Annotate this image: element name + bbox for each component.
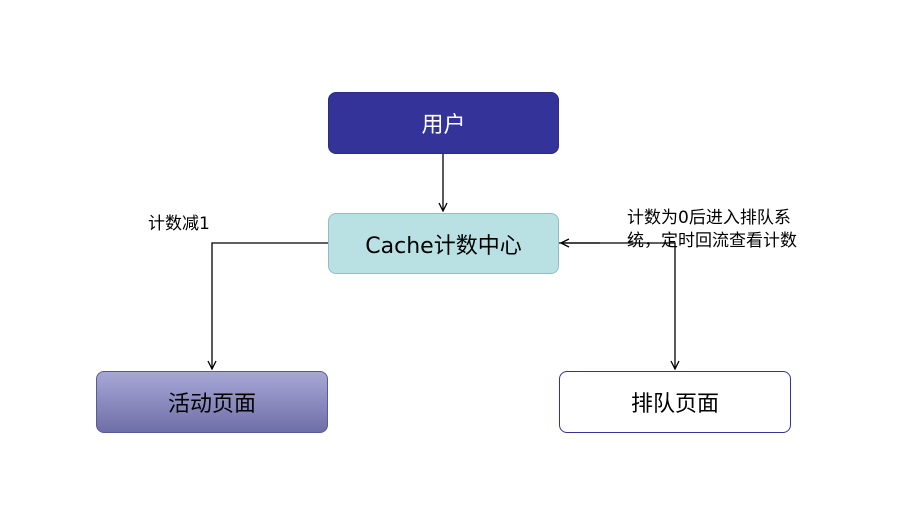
node-queue-page: 排队页面 — [559, 371, 791, 433]
node-user: 用户 — [328, 92, 559, 154]
node-cache-counter-center: Cache计数中心 — [328, 213, 559, 274]
edge-label-queue-note: 计数为0后进入排队系统，定时回流查看计数 — [627, 208, 797, 251]
edge-label-decrement: 计数减1 — [148, 214, 210, 234]
edge-cache-to-queue — [559, 242, 675, 369]
node-cache-label: Cache计数中心 — [365, 233, 522, 259]
node-queue-label: 排队页面 — [630, 392, 719, 417]
node-activity-label: 活动页面 — [167, 392, 256, 417]
node-activity-page: 活动页面 — [96, 371, 328, 433]
edge-cache-to-activity — [212, 242, 328, 369]
node-user-label: 用户 — [421, 113, 466, 138]
